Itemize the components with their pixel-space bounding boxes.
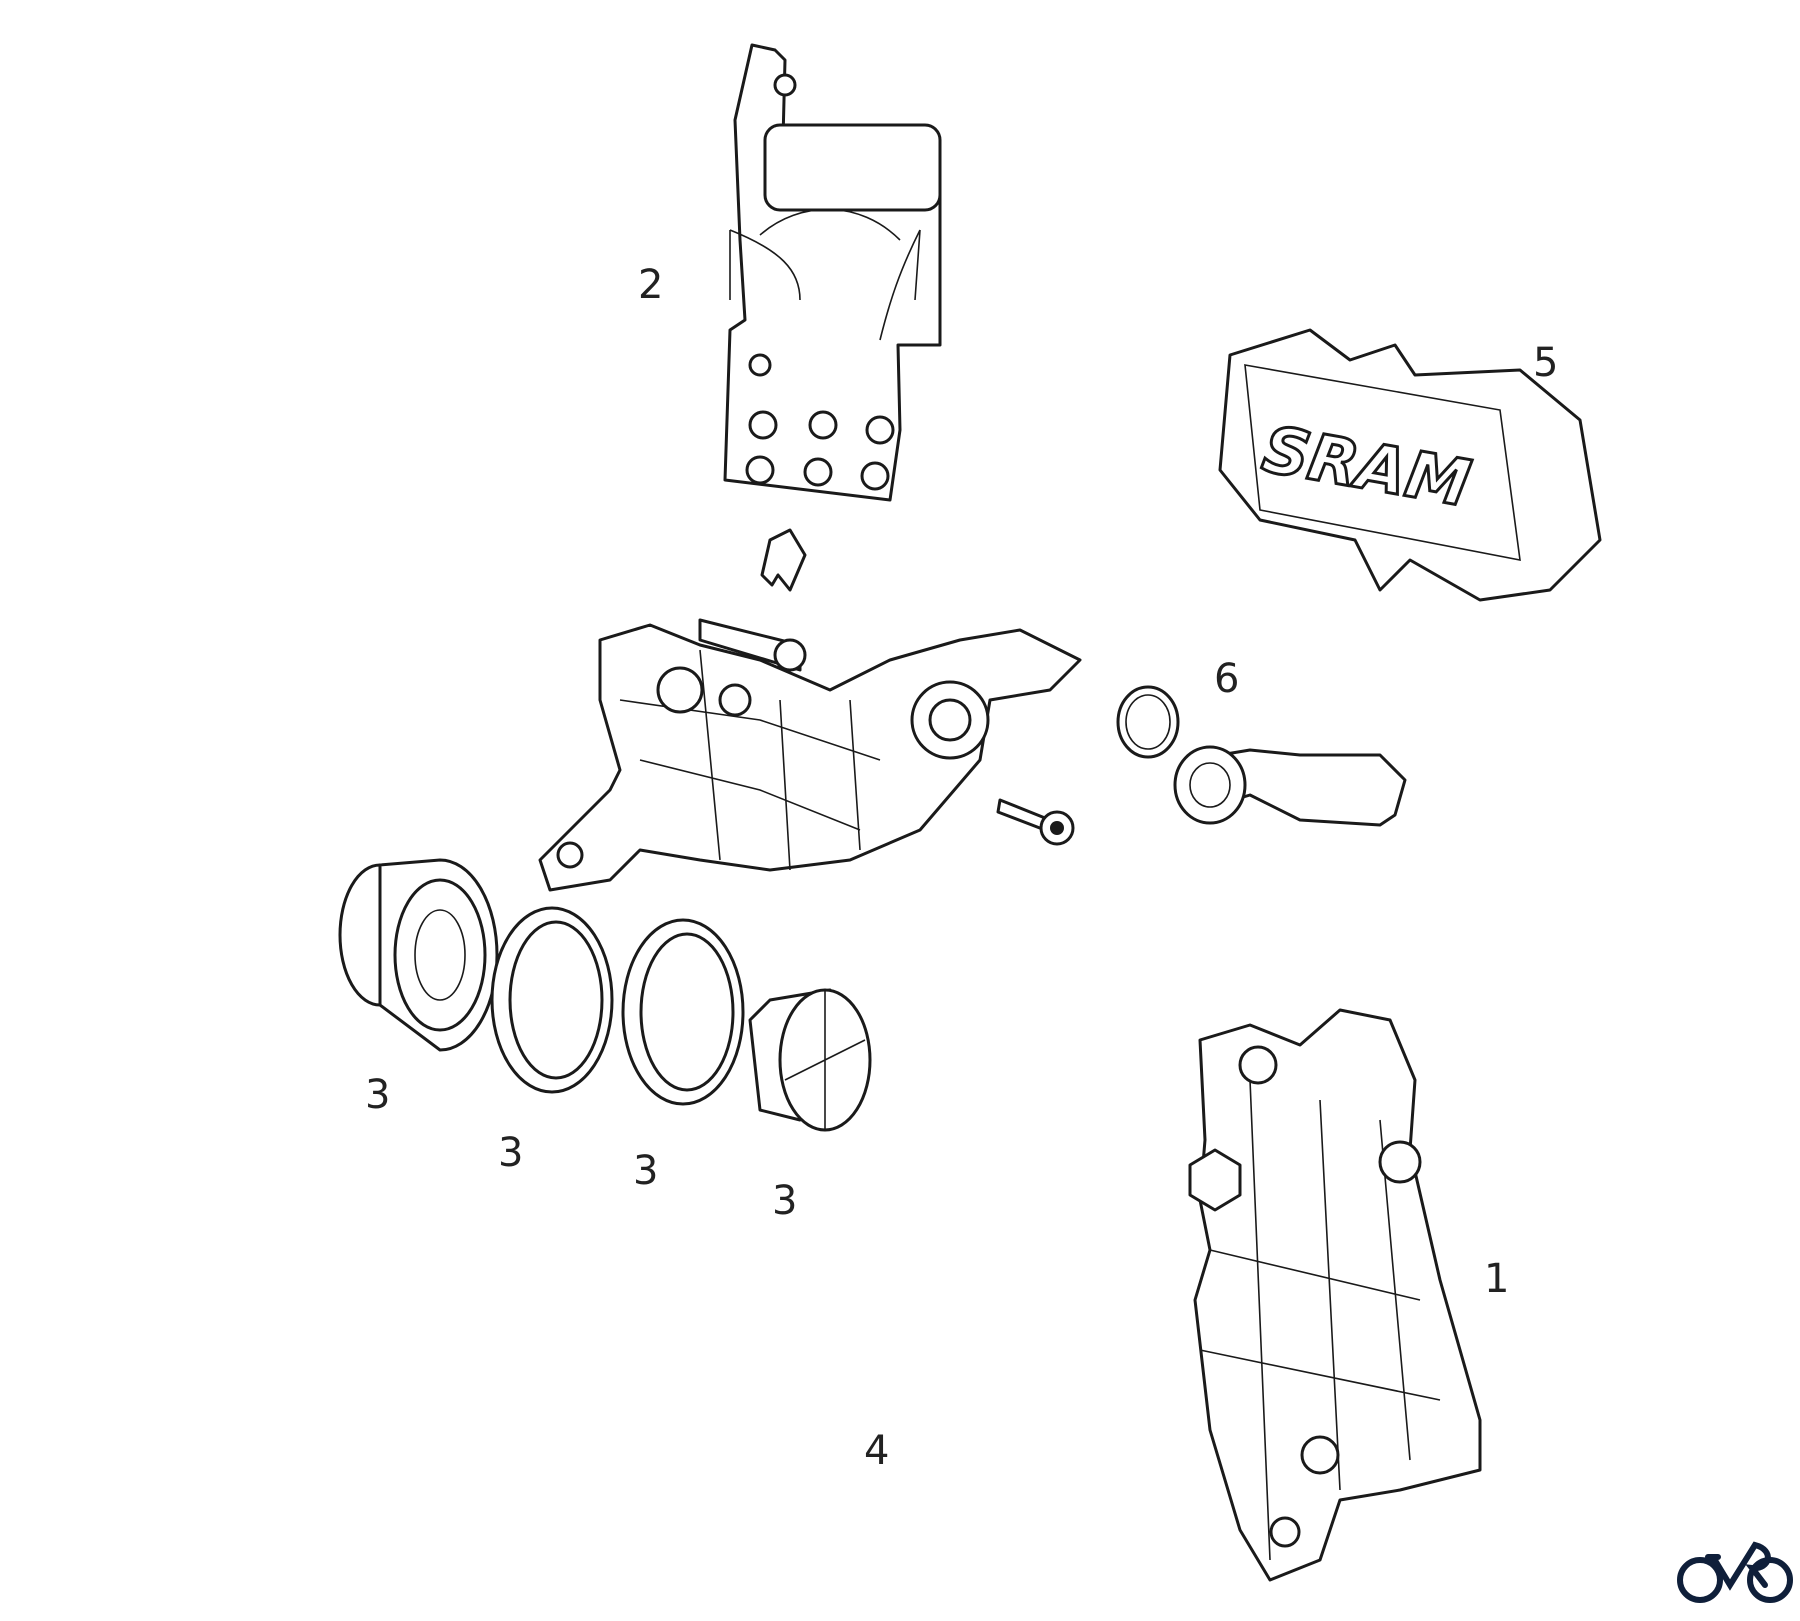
callout-3c: 3	[633, 1148, 659, 1194]
callout-3a: 3	[365, 1072, 391, 1118]
callout-5: 5	[1533, 340, 1559, 386]
callout-1: 1	[1484, 1256, 1510, 1302]
assembled-caliper-part	[1188, 1008, 1482, 1582]
callout-3d: 3	[772, 1178, 798, 1224]
brake-pad-spring-part	[723, 43, 942, 502]
pad-holes	[745, 410, 895, 491]
pad-retainer-clip	[760, 528, 807, 592]
callout-3b: 3	[498, 1130, 524, 1176]
callout-6: 6	[1214, 656, 1240, 702]
sram-bleed-block-part: SRAM	[1218, 328, 1602, 602]
callout-4: 4	[864, 1428, 890, 1474]
bleed-screw-part	[996, 798, 1075, 846]
piston-seal-set-part	[338, 858, 872, 1132]
bike-logo-icon	[1677, 1541, 1793, 1603]
callout-2: 2	[638, 262, 664, 308]
hose-fitting-part	[1116, 685, 1407, 827]
caliper-body-part	[538, 618, 1082, 892]
